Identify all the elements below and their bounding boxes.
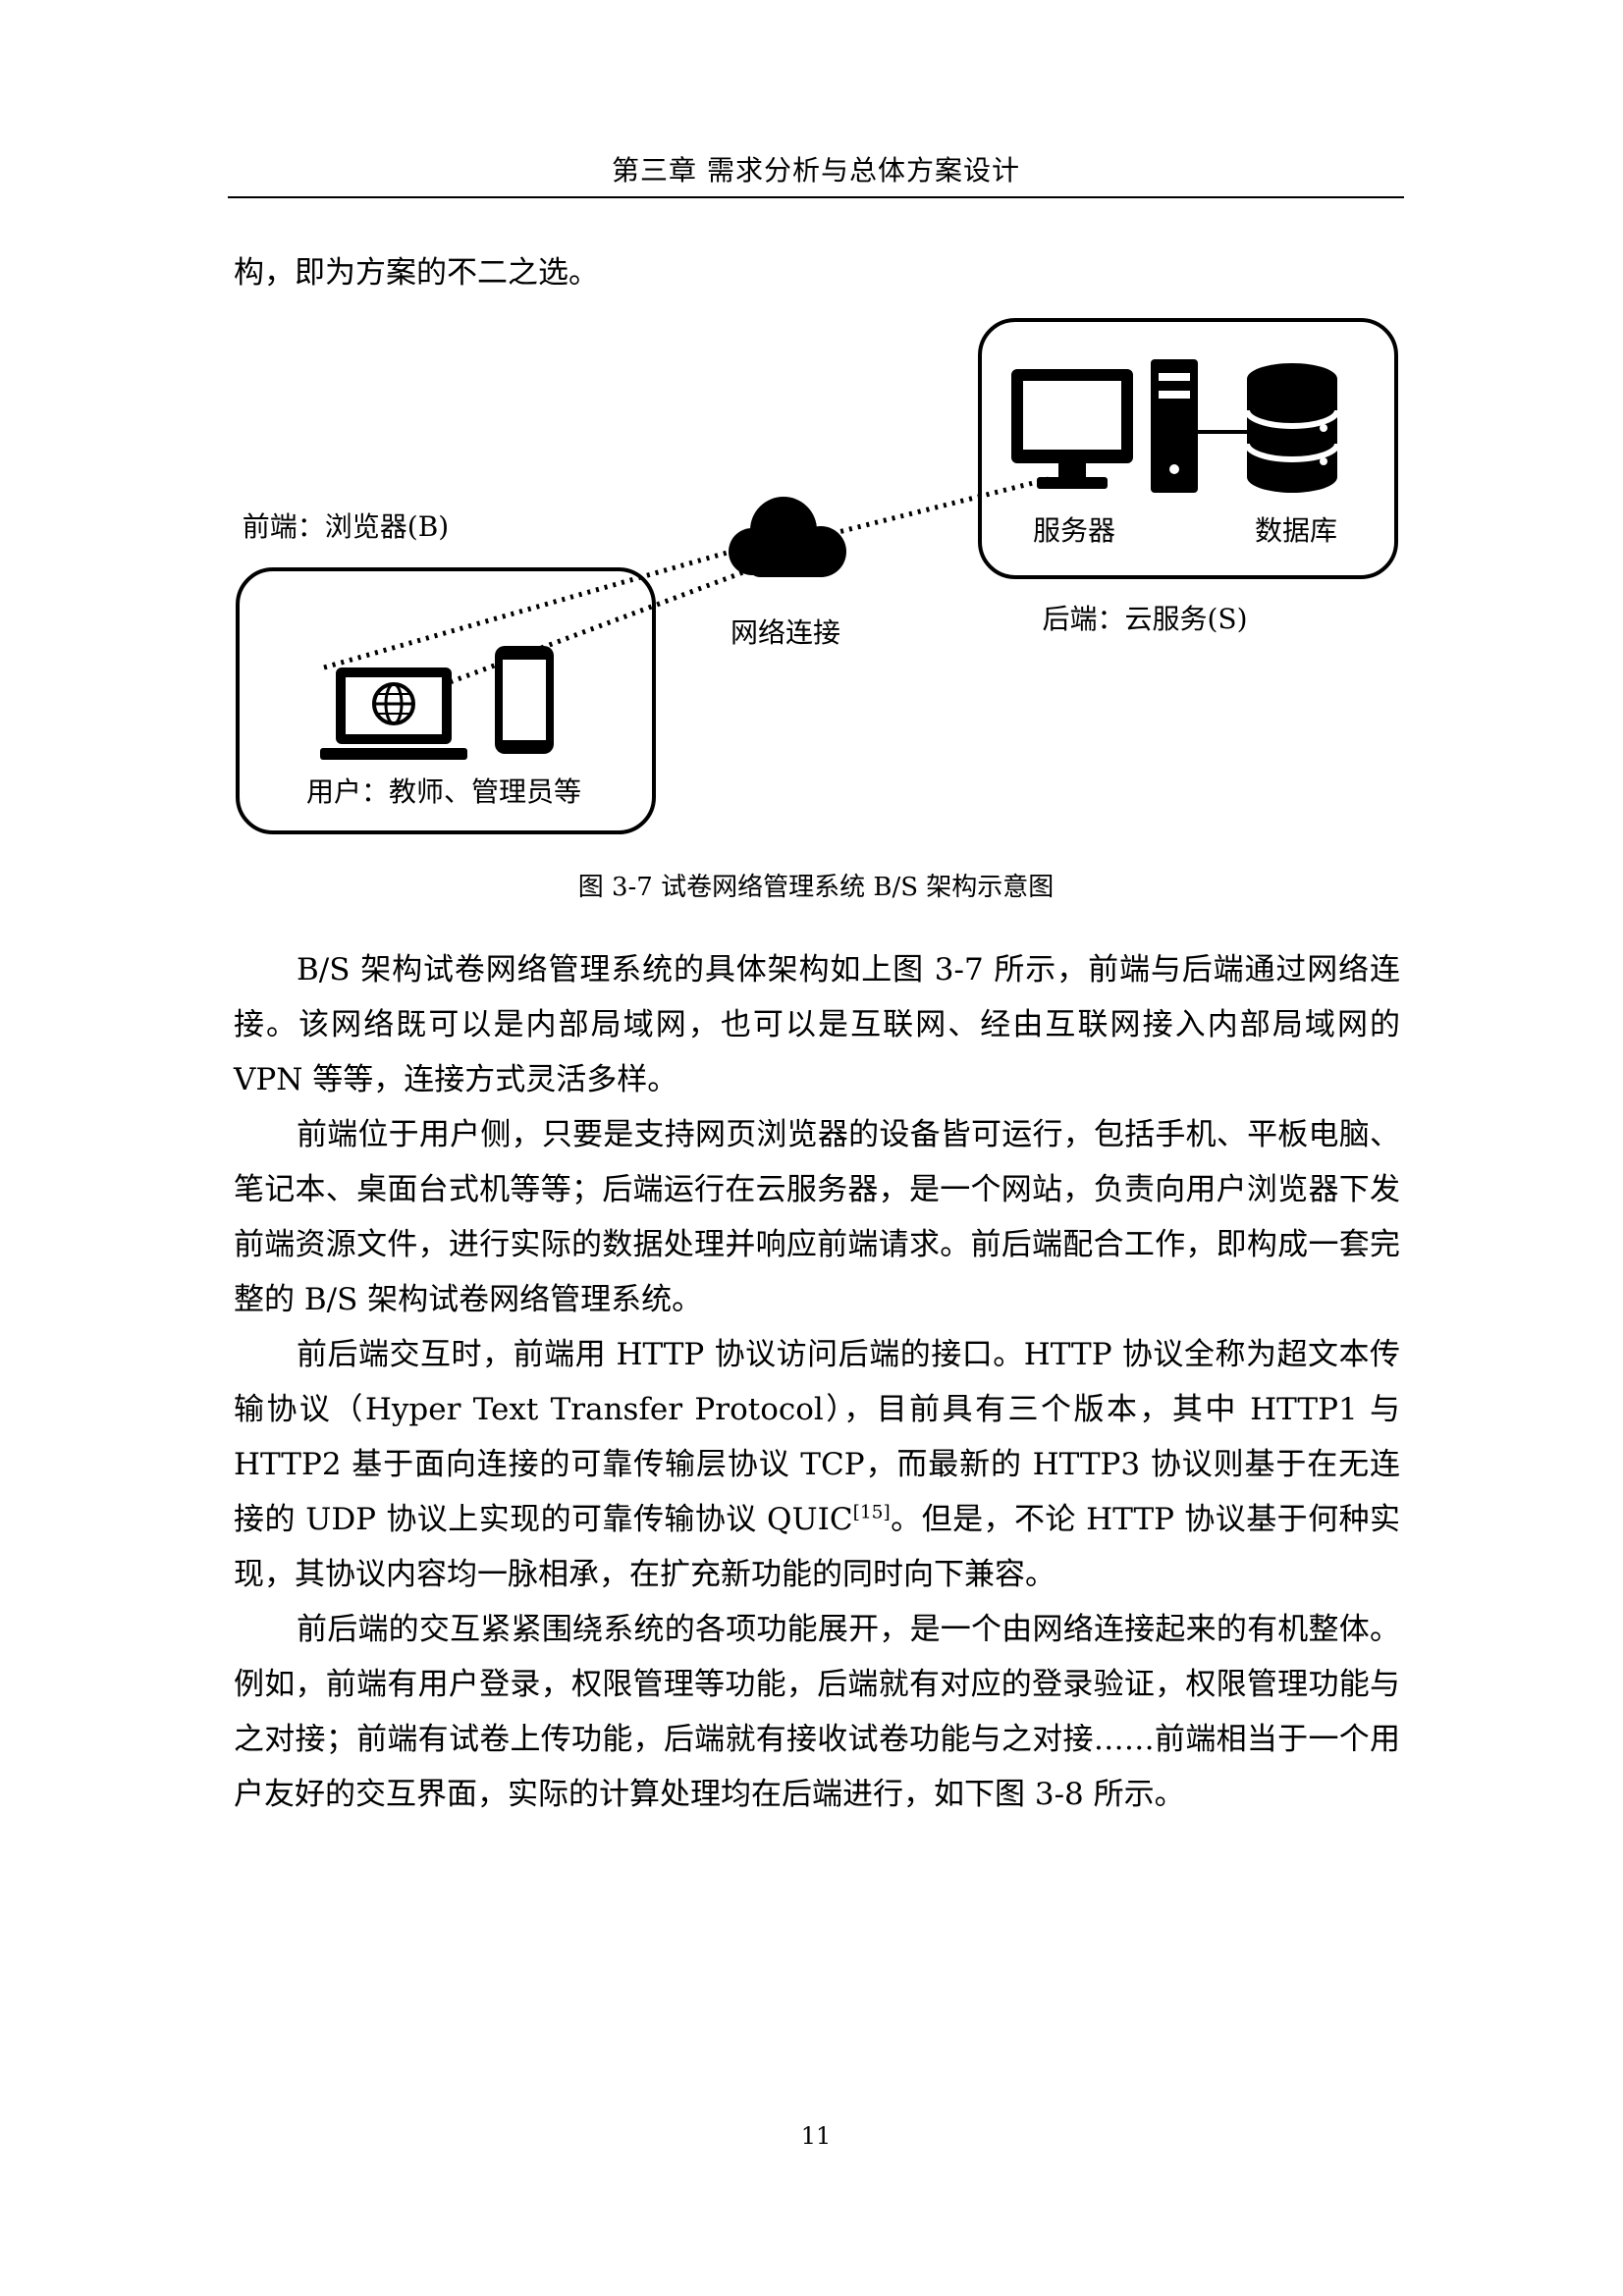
connection-line bbox=[323, 543, 752, 670]
paragraph-4: 前后端的交互紧紧围绕系统的各项功能展开，是一个由网络连接起来的有机整体。例如，前… bbox=[234, 1612, 1400, 1812]
cloud-icon bbox=[729, 497, 846, 577]
architecture-diagram: 前端：浏览器(B) 用户：教师、管理员等 网络连接 服务器 数据库 后端：云服务… bbox=[226, 312, 1404, 862]
page-number: 11 bbox=[800, 2122, 832, 2150]
backend-title: 后端：云服务(S) bbox=[1042, 603, 1247, 635]
figure-caption: 图 3-7 试卷网络管理系统 B/S 架构示意图 bbox=[577, 873, 1055, 902]
paragraph-2: 前端位于用户侧，只要是支持网页浏览器的设备皆可运行，包括手机、平板电脑、笔记本、… bbox=[234, 1117, 1400, 1317]
connection-line bbox=[441, 566, 752, 688]
citation: [15] bbox=[852, 1502, 891, 1523]
frontend-box bbox=[236, 567, 656, 834]
phone-icon bbox=[495, 646, 554, 754]
backend-box bbox=[978, 318, 1398, 579]
frontend-users-label: 用户：教师、管理员等 bbox=[306, 775, 581, 808]
paragraph-3: 前后端交互时，前端用 HTTP 协议访问后端的接口。HTTP 协议全称为超文本传… bbox=[234, 1327, 1400, 1602]
laptop-icon bbox=[320, 667, 467, 760]
paragraph-3-text: 前后端交互时，前端用 HTTP 协议访问后端的接口。HTTP 协议全称为超文本传… bbox=[234, 1337, 1400, 1537]
paragraph-continuation: 构，即为方案的不二之选。 bbox=[234, 255, 599, 291]
tower-icon bbox=[1151, 359, 1198, 493]
database-icon bbox=[1244, 363, 1340, 493]
database-label: 数据库 bbox=[1255, 514, 1337, 547]
globe-icon bbox=[372, 682, 415, 725]
frontend-title: 前端：浏览器(B) bbox=[243, 510, 449, 543]
chapter-title: 第三章 需求分析与总体方案设计 bbox=[612, 154, 1020, 187]
connection-line bbox=[814, 476, 1050, 541]
paragraph-1: B/S 架构试卷网络管理系统的具体架构如上图 3-7 所示，前端与后端通过网络连… bbox=[234, 952, 1400, 1097]
monitor-icon bbox=[1011, 369, 1133, 489]
network-label: 网络连接 bbox=[730, 616, 840, 649]
running-header: 第三章 需求分析与总体方案设计 bbox=[228, 147, 1404, 198]
paragraph-3-text-end: 。但是，不论 HTTP 协议基于何种实现，其协议内容均一脉相承，在扩充新功能的同… bbox=[234, 1502, 1401, 1592]
server-label: 服务器 bbox=[1033, 514, 1115, 547]
